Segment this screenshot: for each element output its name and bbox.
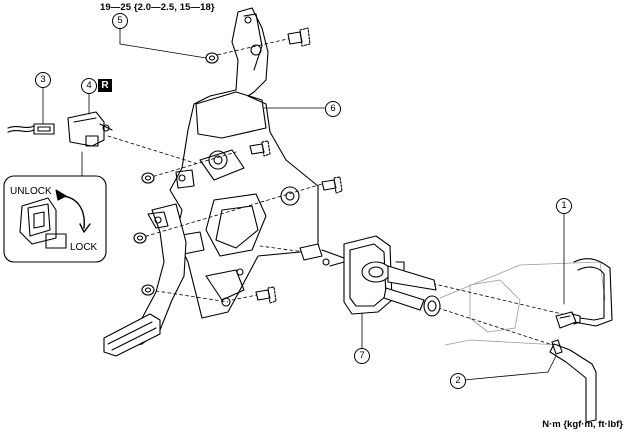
callout-3: 3	[35, 72, 51, 88]
callout-2: 2	[450, 373, 466, 389]
callout-5: 5	[112, 13, 128, 29]
replace-badge: R	[98, 79, 112, 92]
lock-label: LOCK	[70, 242, 98, 253]
units-note: N·m {kgf·m, ft·lbf}	[542, 419, 623, 430]
body-panel-outline	[439, 261, 606, 346]
clutch-pipe	[555, 258, 613, 329]
clutch-hose	[549, 339, 597, 423]
lock-detail-inset	[3, 175, 107, 263]
callout-leaders	[42, 27, 565, 381]
torque-spec: 19—25 {2.0—2.5, 15—18}	[100, 2, 215, 13]
mounting-bolts	[249, 27, 343, 304]
pedal-bracket	[169, 7, 319, 319]
clutch-master-cylinder	[299, 235, 441, 317]
callout-1: 1	[556, 198, 572, 214]
callout-6: 6	[325, 101, 341, 117]
clutch-switch	[67, 111, 113, 147]
clutch-pedal	[103, 203, 187, 357]
switch-connector	[7, 123, 55, 135]
unlock-label: UNLOCK	[10, 186, 52, 197]
callout-4: 4	[81, 78, 97, 94]
callout-7: 7	[354, 348, 370, 364]
mounting-nuts	[133, 52, 219, 296]
